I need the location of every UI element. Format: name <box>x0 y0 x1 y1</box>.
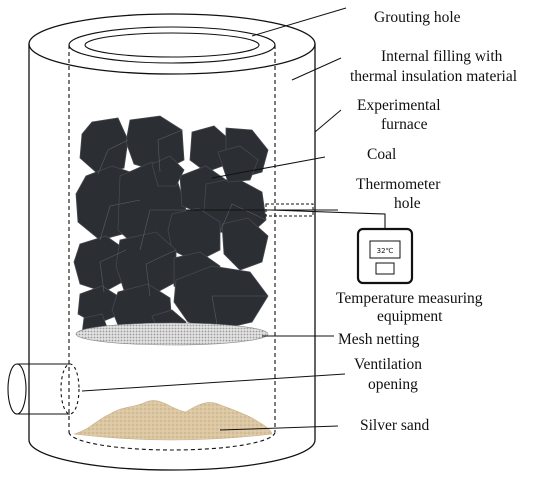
meter-reading: 32℃ <box>377 247 394 255</box>
ventilation-pipe <box>7 363 80 415</box>
leader-grouting-hole <box>251 7 347 37</box>
coal-facets <box>97 129 268 331</box>
label-internal-filling-1: Internal filling with <box>381 48 503 65</box>
label-grouting-hole: Grouting hole <box>374 9 461 26</box>
label-mesh-netting: Mesh netting <box>338 331 420 348</box>
label-ventilation-opening-2: opening <box>368 376 418 393</box>
label-thermometer-hole-2: hole <box>394 195 421 212</box>
labels: Grouting hole Internal filling with ther… <box>336 9 517 434</box>
label-experimental-furnace-2: furnace <box>381 116 428 133</box>
temperature-meter: 32℃ <box>356 227 414 285</box>
silver-sand <box>73 400 273 441</box>
leader-experimental-furnace <box>314 109 342 133</box>
leader-lines <box>81 7 347 431</box>
label-temperature-equipment-1: Temperature measuring <box>336 290 483 307</box>
leader-silver-sand <box>219 425 339 431</box>
coal-pile <box>73 115 269 341</box>
mesh-netting <box>75 322 269 346</box>
leader-ventilation-opening <box>81 373 346 392</box>
label-thermometer-hole-1: Thermometer <box>356 176 441 193</box>
label-silver-sand: Silver sand <box>360 417 430 434</box>
outer-cylinder <box>28 13 316 471</box>
label-coal: Coal <box>367 146 396 163</box>
inner-chamber <box>68 26 276 451</box>
probe-wire <box>269 209 386 229</box>
label-experimental-furnace-1: Experimental <box>357 97 441 114</box>
label-internal-filling-2: thermal insulation material <box>350 68 517 85</box>
label-temperature-equipment-2: equipment <box>377 308 443 325</box>
leader-coal <box>211 156 326 179</box>
leader-internal-filling <box>291 57 342 81</box>
label-ventilation-opening-1: Ventilation <box>354 356 422 373</box>
